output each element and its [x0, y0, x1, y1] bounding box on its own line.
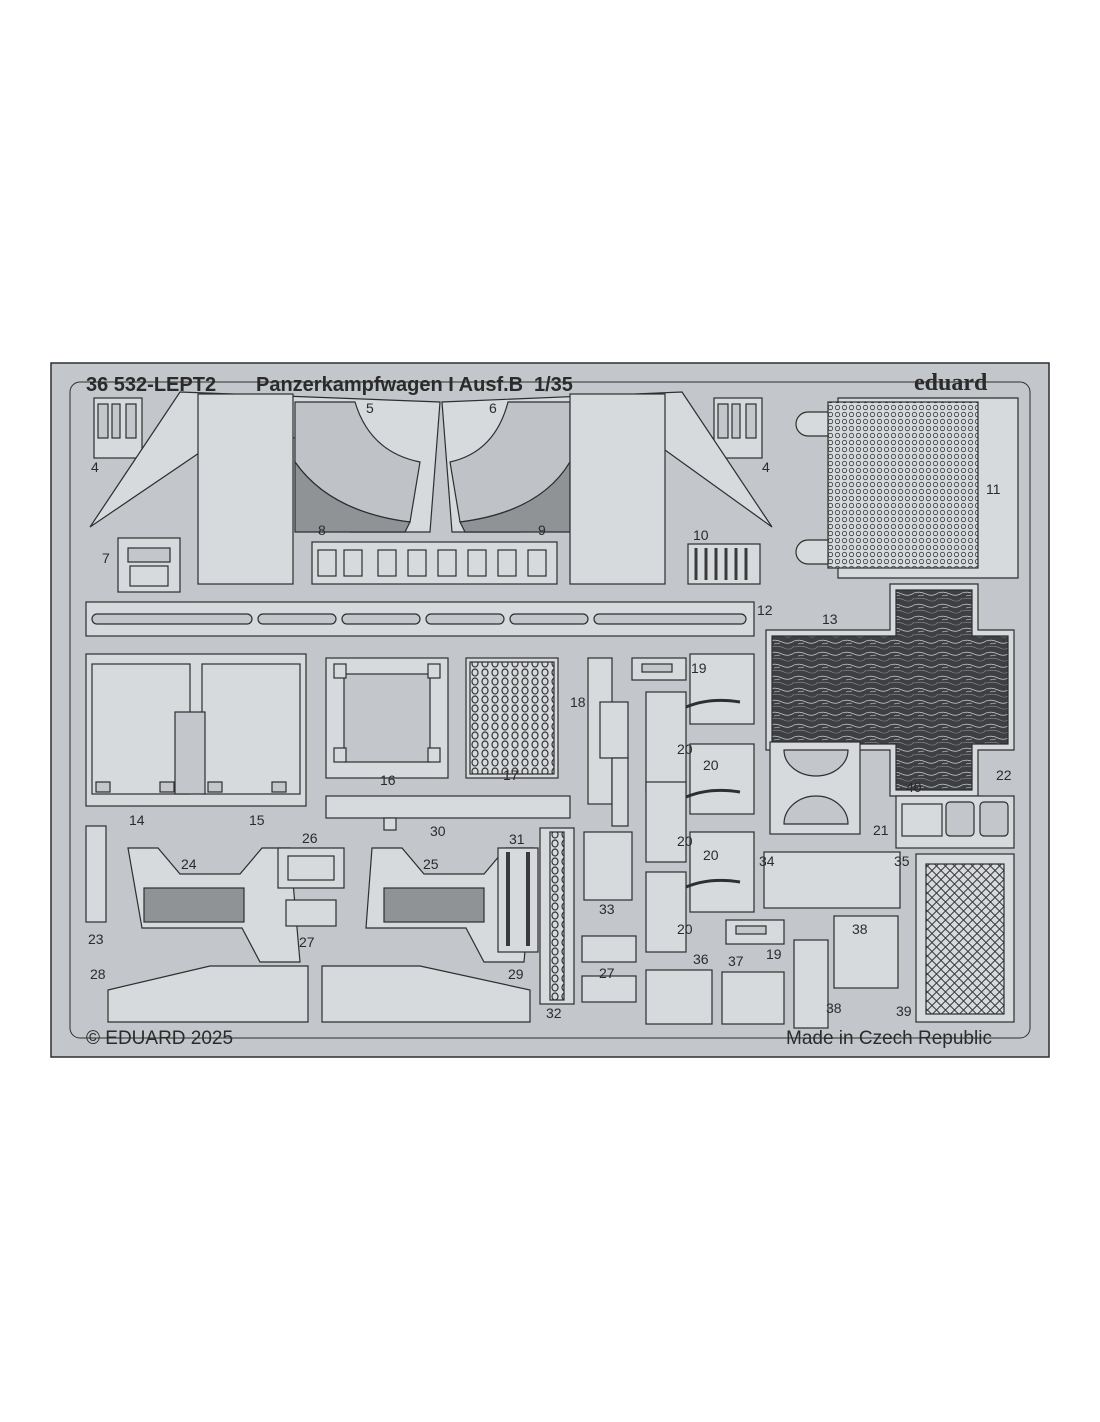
part-label-20-d: 20	[703, 847, 719, 863]
part-27-a	[285, 899, 337, 927]
part-40-22	[895, 795, 1015, 849]
part-label-19-top: 19	[691, 660, 707, 676]
part-24	[127, 847, 301, 963]
part-label-31: 31	[509, 831, 525, 847]
part-label-23: 23	[88, 931, 104, 947]
part-label-20-c: 20	[677, 833, 693, 849]
part-label-18: 18	[570, 694, 586, 710]
part-label-5: 5	[366, 400, 374, 416]
part-label-20-b: 20	[703, 757, 719, 773]
part-12-strip	[85, 601, 755, 637]
part-19-top	[631, 657, 687, 681]
part-label-11: 11	[986, 481, 1001, 497]
part-8-9-tabs	[311, 541, 558, 585]
part-label-10: 10	[693, 527, 709, 543]
part-label-22: 22	[996, 767, 1012, 783]
part-label-25: 25	[423, 856, 439, 872]
part-label-27-a: 27	[299, 934, 315, 950]
sheet-code: 36 532-LEPT2	[86, 374, 217, 396]
part-label-27-b: 27	[599, 965, 615, 981]
part-label-6: 6	[489, 400, 497, 416]
part-7	[117, 537, 181, 593]
part-11-grille	[795, 397, 1019, 579]
part-28	[107, 965, 309, 1023]
part-20-clamps	[645, 653, 755, 953]
part-27-b	[581, 935, 637, 1003]
eduard-logo: eduard	[914, 370, 988, 396]
part-4-right	[713, 397, 763, 459]
part-label-8: 8	[318, 522, 326, 538]
part-21-dome	[769, 741, 861, 835]
part-label-26: 26	[302, 830, 318, 846]
part-label-4-right: 4	[762, 459, 770, 475]
copyright-notice: © EDUARD 2025	[86, 1028, 234, 1049]
part-label-37: 37	[728, 953, 744, 969]
part-4-left	[93, 397, 143, 459]
part-label-20-e: 20	[677, 921, 693, 937]
part-29	[321, 965, 531, 1023]
part-label-9: 9	[538, 522, 546, 538]
part-14-15-panels	[85, 653, 307, 807]
part-label-36: 36	[693, 951, 709, 967]
part-38	[793, 915, 899, 1029]
sheet-scale: 1/35	[534, 374, 573, 396]
part-39-mesh	[915, 853, 1015, 1023]
part-label-40: 40	[906, 779, 922, 795]
part-label-35: 35	[894, 853, 910, 869]
part-label-24: 24	[181, 856, 197, 872]
part-label-21: 21	[873, 822, 889, 838]
part-label-7: 7	[102, 550, 110, 566]
part-label-34: 34	[759, 853, 775, 869]
part-26	[277, 847, 345, 889]
part-37	[721, 971, 785, 1025]
part-label-4-left: 4	[91, 459, 99, 475]
part-label-14: 14	[129, 812, 145, 828]
part-25	[365, 847, 535, 963]
part-17-chains	[465, 657, 559, 779]
part-23	[85, 825, 107, 923]
part-label-30: 30	[430, 823, 446, 839]
part-label-17: 17	[503, 767, 519, 783]
part-label-38-a: 38	[852, 921, 868, 937]
part-label-19-lower: 19	[766, 946, 782, 962]
part-label-39: 39	[896, 1003, 912, 1019]
part-label-12: 12	[757, 602, 773, 618]
part-31	[497, 847, 539, 953]
part-18	[587, 657, 629, 827]
origin-notice: Made in Czech Republic	[786, 1028, 992, 1049]
part-label-28: 28	[90, 966, 106, 982]
part-33	[583, 831, 633, 901]
part-label-38-b: 38	[826, 1000, 842, 1016]
part-label-29: 29	[508, 966, 524, 982]
part-label-13: 13	[822, 611, 838, 627]
part-30	[325, 795, 571, 831]
part-16-frame	[325, 657, 449, 779]
sheet-title: Panzerkampfwagen I Ausf.B	[256, 374, 524, 396]
part-5-fender-left	[89, 391, 441, 585]
part-34-35	[763, 851, 901, 909]
photo-etch-fret	[50, 362, 1050, 1058]
part-label-15: 15	[249, 812, 265, 828]
part-label-16: 16	[380, 772, 396, 788]
part-label-20-a: 20	[677, 741, 693, 757]
part-6-fender-right	[441, 391, 773, 585]
part-19-lower	[725, 919, 785, 945]
part-label-33: 33	[599, 901, 615, 917]
fret-inner-border	[69, 381, 1031, 1039]
part-36	[645, 969, 713, 1025]
part-32	[539, 827, 575, 1005]
part-label-32: 32	[546, 1005, 562, 1021]
part-10	[687, 543, 761, 585]
